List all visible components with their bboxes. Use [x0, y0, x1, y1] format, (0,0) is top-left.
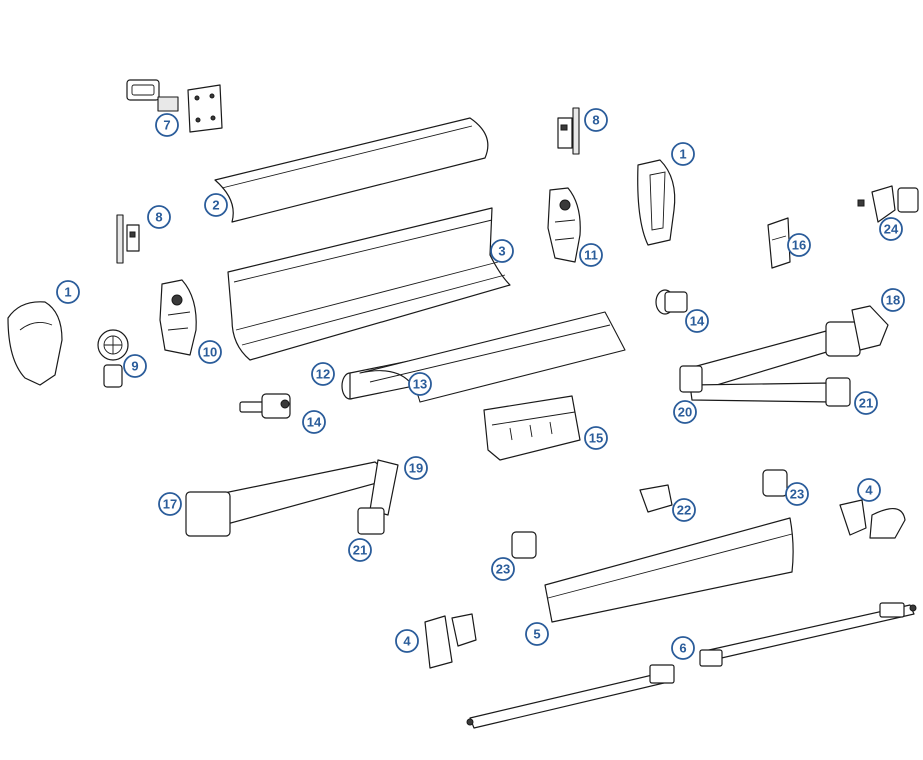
svg-text:7: 7 [163, 118, 170, 133]
callout-23-upper: 23 [785, 482, 809, 506]
svg-text:10: 10 [203, 345, 217, 360]
part-front-cap-left [424, 613, 477, 669]
part-bracket-rail [483, 395, 581, 461]
svg-text:5: 5 [533, 627, 540, 642]
callout-20: 20 [673, 400, 697, 424]
callout-4-left: 4 [395, 629, 419, 653]
svg-text:11: 11 [584, 248, 598, 263]
part-spring-clip-right [557, 107, 580, 155]
svg-text:4: 4 [403, 634, 411, 649]
part-front-profile [544, 517, 794, 623]
part-gearbox-left [159, 279, 197, 356]
part-clip-23-lower [511, 531, 537, 559]
svg-text:14: 14 [690, 314, 705, 329]
svg-text:17: 17 [163, 497, 177, 512]
callout-8-right: 8 [584, 108, 608, 132]
svg-text:2: 2 [212, 198, 219, 213]
svg-text:23: 23 [790, 487, 804, 502]
part-drive-fitting-left [239, 393, 291, 419]
callout-11: 11 [579, 243, 603, 267]
callout-23-lower: 23 [491, 557, 515, 581]
part-hook-bracket [767, 217, 791, 269]
svg-text:9: 9 [131, 359, 138, 374]
part-drive-fitting-right [655, 289, 688, 315]
svg-text:21: 21 [859, 396, 873, 411]
callout-2: 2 [204, 193, 228, 217]
callout-3: 3 [490, 239, 514, 263]
svg-text:16: 16 [792, 238, 806, 253]
callout-18: 18 [881, 288, 905, 312]
part-spring-clip-left [116, 214, 140, 264]
part-gearbox-right [547, 187, 581, 263]
svg-text:23: 23 [496, 562, 510, 577]
svg-text:4: 4 [865, 483, 873, 498]
callout-1-top: 1 [671, 142, 695, 166]
svg-text:20: 20 [678, 405, 692, 420]
part-clip-22 [639, 484, 673, 513]
callout-21-left: 21 [348, 538, 372, 562]
svg-text:15: 15 [589, 431, 603, 446]
part-end-cap-left [7, 301, 63, 386]
callout-19: 19 [404, 456, 428, 480]
part-clip-23-upper [762, 469, 788, 497]
callout-21-right: 21 [854, 391, 878, 415]
svg-text:18: 18 [886, 293, 900, 308]
part-main-profile [227, 207, 511, 361]
svg-text:1: 1 [64, 285, 71, 300]
part-end-cap-right [637, 159, 676, 246]
svg-text:24: 24 [884, 222, 899, 237]
callout-12: 12 [311, 362, 335, 386]
callout-13: 13 [408, 372, 432, 396]
callout-22: 22 [672, 498, 696, 522]
part-support-legs [466, 602, 917, 729]
svg-text:19: 19 [409, 461, 423, 476]
part-crank-knob [97, 329, 129, 388]
svg-text:1: 1 [679, 147, 686, 162]
svg-text:21: 21 [353, 543, 367, 558]
part-folding-arm-lower [185, 459, 399, 537]
callout-16: 16 [787, 233, 811, 257]
callout-9: 9 [123, 354, 147, 378]
callout-6: 6 [671, 636, 695, 660]
svg-text:12: 12 [316, 367, 330, 382]
callout-1-left: 1 [56, 280, 80, 304]
svg-text:8: 8 [155, 210, 162, 225]
svg-text:8: 8 [592, 113, 599, 128]
callout-17: 17 [158, 492, 182, 516]
svg-text:14: 14 [307, 415, 322, 430]
callout-10: 10 [198, 340, 222, 364]
callout-15: 15 [584, 426, 608, 450]
callout-4-right: 4 [857, 478, 881, 502]
part-front-cap-right [839, 499, 906, 539]
svg-text:13: 13 [413, 377, 427, 392]
part-wall-bracket-plates [126, 79, 223, 133]
svg-text:3: 3 [498, 244, 505, 259]
part-folding-arm-upper [679, 305, 889, 407]
part-cassette-cover [214, 117, 489, 223]
callout-7: 7 [155, 113, 179, 137]
part-small-fittings [857, 185, 919, 223]
svg-text:6: 6 [679, 641, 686, 656]
svg-text:22: 22 [677, 503, 691, 518]
callout-24: 24 [879, 217, 903, 241]
callout-5: 5 [525, 622, 549, 646]
callout-14-right: 14 [685, 309, 709, 333]
callout-14-left: 14 [302, 410, 326, 434]
callout-8-left: 8 [147, 205, 171, 229]
